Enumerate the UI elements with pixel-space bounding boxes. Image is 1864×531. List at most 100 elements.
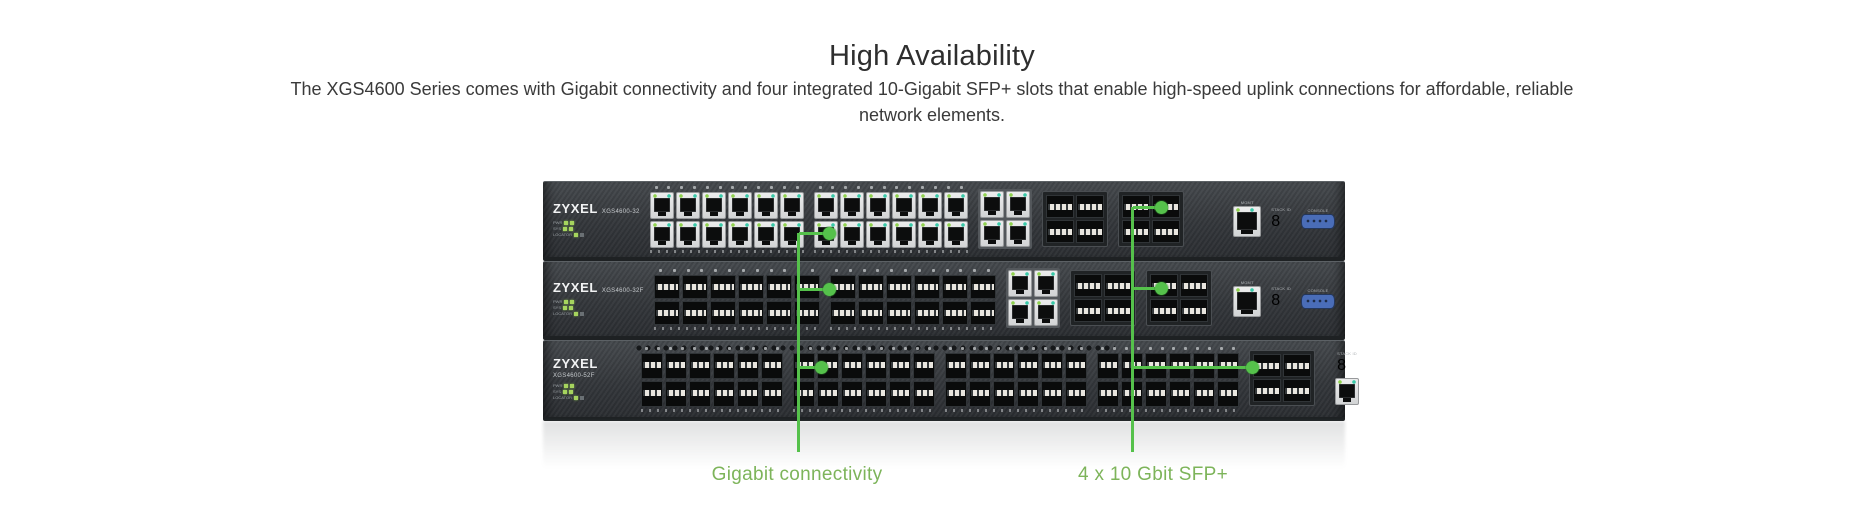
port-number-labels [653,326,820,330]
led-mark [927,346,931,350]
section-description: The XGS4600 Series comes with Gigabit co… [290,79,1574,125]
sfp-slot [689,380,711,407]
led-mark [731,186,735,189]
led-row: SYS [553,390,631,394]
sfp-slot [765,274,792,299]
led-mark [949,346,953,350]
sfp-slot [653,274,680,299]
rj45-port [727,192,752,219]
rj45-port [917,221,942,248]
led-mark [987,268,991,272]
led-mark [876,268,880,272]
status-led [564,300,569,304]
mgmt-port-block-label: MGMT [1240,200,1254,205]
gigabit-dot-switch2 [823,283,836,296]
led-mark [882,186,886,189]
sfp-slot [665,380,687,407]
led-mark [862,268,866,272]
status-led [570,220,575,225]
port-indicator-leds [793,345,935,352]
led-mark [741,268,745,272]
led-mark [657,346,661,350]
port-grid [813,192,968,248]
led-mark [1231,346,1235,350]
zyxel-logo: ZYXEL [553,200,598,216]
rj45-port [649,221,674,248]
status-led [564,220,569,225]
sfp-slot [681,274,708,299]
led-mark [693,186,696,189]
led-mark [692,346,696,350]
mgmt-port [1233,206,1262,237]
sfp-slot [913,380,935,407]
sfp-slot [1041,380,1063,407]
rj45-port [943,221,968,248]
port-grid [1097,352,1239,407]
led-row: PWR [553,220,640,225]
rj45-port [1005,190,1030,218]
sfp-slot [1097,380,1119,407]
port-grid [829,274,996,325]
led-mark [751,346,755,350]
led-mark [857,186,860,189]
status-led [569,306,574,310]
sfp-callout-stub-2 [1133,287,1161,290]
sfp-slot [709,300,736,325]
sfp-slot [765,300,792,325]
port-indicator-leds [830,267,996,274]
led-mark [832,346,836,350]
led-mark [1125,346,1129,350]
sfp-slot [1065,380,1087,407]
rj45-port [1033,270,1058,297]
console-block: CONSOLE [1301,208,1335,229]
sfp-dot-switch2 [1155,282,1168,295]
sfp-slot [665,352,687,379]
stack-id-display: 8 [1271,212,1281,230]
rj45-port [865,221,890,248]
rj45-port [1005,219,1030,247]
rj45-port [979,219,1004,247]
led-label: SYS [553,305,562,310]
sfp-slot [993,352,1015,379]
sfp-slot [1193,380,1215,407]
led-mark [895,186,899,189]
led-mark [667,186,671,189]
sfp-slot [889,380,911,407]
led-label: SYS [553,389,562,394]
led-mark [933,186,937,189]
led-mark [705,186,709,189]
console-db9-connector [1301,293,1335,309]
led-row: LOCATOR [553,232,640,237]
mgmt-port-block [1233,206,1262,237]
sfp-slot [641,352,663,379]
sfp-port-bank [1097,345,1239,412]
mgmt-port-block-label: MGMT [1240,279,1254,285]
model-label: XGS4600-32F [601,288,644,294]
rj45-port [865,192,890,219]
led-mark [714,268,718,272]
gigabit-callout-stub-3 [799,366,821,369]
led-mark [1196,346,1200,350]
led-mark [1079,346,1083,350]
gigabit-callout-stub-2 [799,288,829,291]
led-mark [856,346,860,350]
sfp-slot [1065,352,1087,379]
led-mark [921,186,925,189]
led-label: PWR [553,299,563,304]
led-mark [1172,346,1176,350]
led-mark [782,186,786,189]
port-number-labels [829,326,996,330]
led-mark [961,346,965,350]
sfp-slot [889,352,911,379]
sfp-slot [737,380,759,407]
rj45-port [943,192,968,219]
led-mark [904,268,908,272]
status-led [563,306,568,310]
sfp-slot [841,352,863,379]
sfp-slot [1073,299,1102,322]
